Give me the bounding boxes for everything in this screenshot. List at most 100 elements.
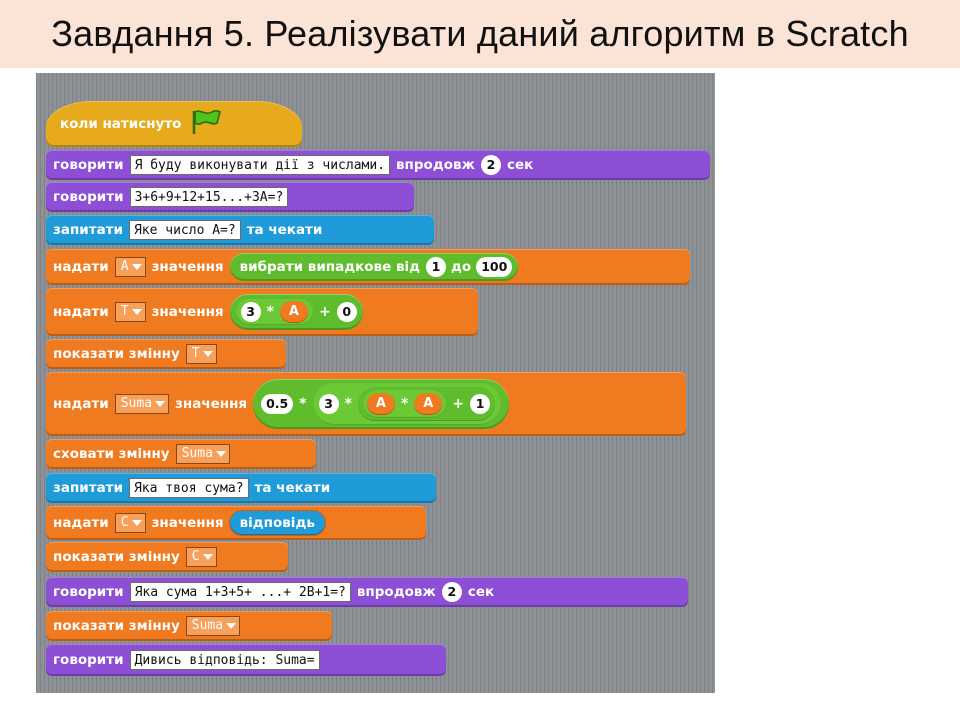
variable-dropdown[interactable]: Suma xyxy=(185,616,241,636)
multiply-sign: * xyxy=(400,396,409,412)
to-keyword: значення xyxy=(151,304,224,320)
variable-name: Suma xyxy=(191,618,224,633)
when-flag-clicked-block[interactable]: коли натиснуто xyxy=(46,101,302,147)
say-keyword: говорити xyxy=(53,189,124,205)
to-keyword: значення xyxy=(151,259,224,275)
variable-name: А xyxy=(120,259,129,274)
scratch-script-area[interactable]: коли натиснуто говорити Я буду виконуват… xyxy=(36,73,715,693)
set-var-a-block[interactable]: надати А значення вибрати випадкове від … xyxy=(46,249,690,285)
hide-variable-keyword: сховати змінну xyxy=(53,446,170,462)
multiply-operator-reporter[interactable]: 0.5 * 3 * А * А + 1 xyxy=(253,379,510,429)
say-keyword: говорити xyxy=(53,584,124,600)
multiply-sign: * xyxy=(299,396,307,412)
show-variable-t-block[interactable]: показати змінну Т xyxy=(46,339,286,369)
to-keyword: значення xyxy=(175,396,248,412)
answer-reporter[interactable]: відповідь xyxy=(229,511,325,535)
dropdown-arrow-icon xyxy=(131,309,142,315)
and-wait-keyword: та чекати xyxy=(246,222,323,238)
variable-name: Suma xyxy=(181,446,213,461)
random-from-input[interactable]: 1 xyxy=(426,257,447,277)
variable-name: С xyxy=(191,549,200,564)
set-keyword: надати xyxy=(53,515,109,531)
say-block-2[interactable]: говорити 3+6+9+12+15...+3А=? xyxy=(46,182,414,212)
multiply-operator-reporter[interactable]: А * А xyxy=(362,390,447,418)
ask-text-input[interactable]: Яка твоя сума? xyxy=(128,478,249,498)
say-text-input[interactable]: 3+6+9+12+15...+3А=? xyxy=(129,187,289,207)
variable-reporter-a[interactable]: А xyxy=(414,393,443,415)
dropdown-arrow-icon xyxy=(202,554,213,560)
secs-input[interactable]: 2 xyxy=(441,582,462,602)
set-var-t-block[interactable]: надати Т значення 3 * А + 0 xyxy=(46,288,478,336)
random-to-input[interactable]: 100 xyxy=(476,257,513,277)
dropdown-arrow-icon xyxy=(215,451,226,457)
show-variable-c-block[interactable]: показати змінну С xyxy=(46,542,288,572)
secs-unit: сек xyxy=(506,157,534,173)
variable-dropdown[interactable]: С xyxy=(185,547,217,567)
say-for-secs-block-1[interactable]: говорити Я буду виконувати дії з числами… xyxy=(46,150,710,180)
secs-input[interactable]: 2 xyxy=(480,155,501,175)
ask-keyword: запитати xyxy=(53,222,123,238)
set-keyword: надати xyxy=(53,396,109,412)
variable-dropdown[interactable]: Suma xyxy=(114,394,170,414)
variable-dropdown[interactable]: Т xyxy=(185,344,217,364)
slide-title: Завдання 5. Реалізувати даний алгоритм в… xyxy=(51,13,909,54)
say-text-input[interactable]: Я буду виконувати дії з числами. xyxy=(129,155,391,175)
set-keyword: надати xyxy=(53,304,109,320)
slide-title-bar: Завдання 5. Реалізувати даний алгоритм в… xyxy=(0,0,960,68)
ask-and-wait-block-1[interactable]: запитати Яке число А=? та чекати xyxy=(46,215,434,245)
set-var-c-block[interactable]: надати С значення відповідь xyxy=(46,506,426,540)
number-input[interactable]: 1 xyxy=(470,394,491,414)
show-variable-keyword: показати змінну xyxy=(53,618,180,634)
to-keyword: значення xyxy=(151,515,224,531)
ask-text-input[interactable]: Яке число А=? xyxy=(128,220,241,240)
say-for-secs-block-2[interactable]: говорити Яка сума 1+3+5+ ...+ 2В+1=? впр… xyxy=(46,577,688,607)
variable-name: Т xyxy=(120,304,129,319)
hat-label: коли натиснуто xyxy=(60,116,182,132)
multiply-sign: * xyxy=(266,304,274,320)
number-input[interactable]: 3 xyxy=(318,394,339,414)
variable-name: Suma xyxy=(120,396,153,411)
show-variable-suma-block[interactable]: показати змінну Suma xyxy=(46,611,332,641)
multiply-operator-reporter[interactable]: 3 * А xyxy=(235,299,313,325)
variable-dropdown[interactable]: Suma xyxy=(175,444,230,464)
dropdown-arrow-icon xyxy=(226,623,237,629)
say-block-3[interactable]: говорити Дивись відповідь: Suma= xyxy=(46,644,446,676)
variable-dropdown[interactable]: С xyxy=(114,513,146,533)
multiply-operator-reporter[interactable]: 3 * А * А + 1 xyxy=(312,383,502,425)
show-variable-keyword: показати змінну xyxy=(53,549,180,565)
say-keyword: говорити xyxy=(53,157,124,173)
dropdown-arrow-icon xyxy=(155,401,166,407)
green-flag-icon xyxy=(189,108,223,140)
say-text-input[interactable]: Дивись відповідь: Suma= xyxy=(129,650,320,670)
hide-variable-suma-block[interactable]: сховати змінну Suma xyxy=(46,439,316,469)
variable-name: Т xyxy=(191,346,200,361)
for-keyword: впродовж xyxy=(396,157,475,173)
set-var-suma-block[interactable]: надати Suma значення 0.5 * 3 * А * А + 1 xyxy=(46,372,686,436)
dropdown-arrow-icon xyxy=(131,520,142,526)
secs-unit: сек xyxy=(467,584,495,600)
variable-name: С xyxy=(120,515,129,530)
ask-keyword: запитати xyxy=(53,480,123,496)
plus-sign: + xyxy=(318,304,331,320)
variable-reporter-a[interactable]: А xyxy=(366,393,395,415)
dropdown-arrow-icon xyxy=(202,351,213,357)
pick-random-label: вибрати випадкове від xyxy=(239,259,421,275)
ask-and-wait-block-2[interactable]: запитати Яка твоя сума? та чекати xyxy=(46,473,436,503)
plus-sign: + xyxy=(452,396,465,412)
multiply-sign: * xyxy=(344,396,352,412)
variable-dropdown[interactable]: А xyxy=(114,257,146,277)
number-input[interactable]: 0 xyxy=(336,302,357,322)
set-keyword: надати xyxy=(53,259,109,275)
show-variable-keyword: показати змінну xyxy=(53,346,180,362)
plus-operator-reporter[interactable]: 3 * А + 0 xyxy=(229,294,363,330)
for-keyword: впродовж xyxy=(356,584,436,600)
variable-reporter-a[interactable]: А xyxy=(279,301,308,323)
plus-operator-reporter[interactable]: А * А + 1 xyxy=(357,387,496,421)
number-input[interactable]: 3 xyxy=(240,302,261,322)
say-text-input[interactable]: Яка сума 1+3+5+ ...+ 2В+1=? xyxy=(129,582,351,602)
number-input[interactable]: 0.5 xyxy=(261,394,294,414)
random-to-label: до xyxy=(451,259,472,275)
variable-dropdown[interactable]: Т xyxy=(114,302,146,322)
pick-random-reporter[interactable]: вибрати випадкове від 1 до 100 xyxy=(229,253,519,281)
and-wait-keyword: та чекати xyxy=(254,480,331,496)
